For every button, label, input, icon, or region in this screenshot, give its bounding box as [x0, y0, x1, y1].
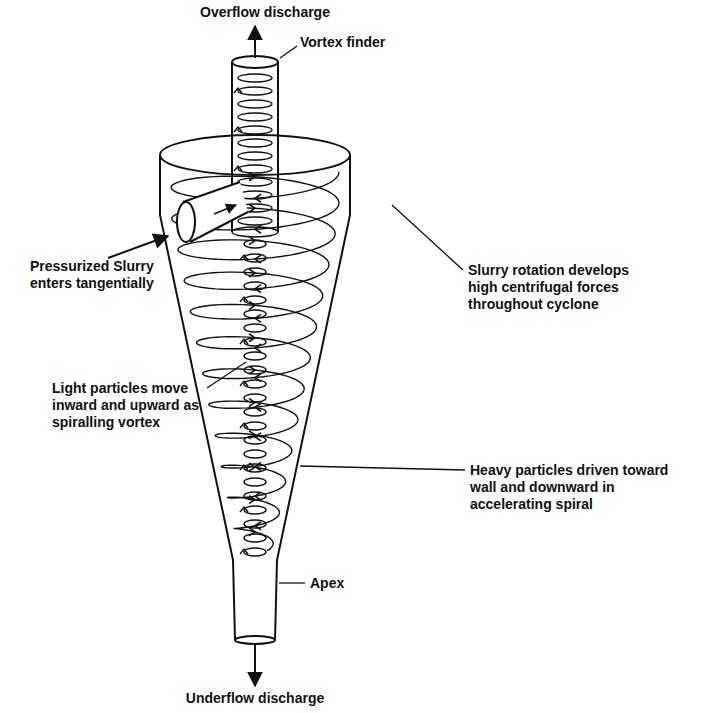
leader-line	[280, 46, 297, 58]
flow-label: Underflow discharge	[180, 690, 330, 707]
inner-vortex	[238, 139, 272, 147]
inner-vortex	[244, 254, 266, 262]
inner-vortex	[244, 506, 266, 514]
inner-vortex	[238, 100, 272, 108]
leader-line	[300, 466, 465, 470]
flow-arrowhead	[249, 431, 255, 439]
inner-vortex	[244, 310, 266, 318]
inner-vortex	[244, 324, 266, 332]
inner-vortex	[238, 178, 272, 186]
inner-vortex	[244, 478, 266, 486]
inner-vortex	[244, 296, 266, 304]
leader-line	[207, 362, 246, 388]
inner-vortex	[244, 352, 266, 360]
flow-label: Pressurized Slurry enters tangentially	[30, 258, 180, 292]
inner-vortex	[238, 126, 272, 134]
inner-vortex	[244, 366, 266, 374]
flow-arrowhead	[249, 173, 255, 181]
flow-arrowhead	[255, 285, 261, 293]
flow-arrowhead	[234, 88, 242, 93]
inner-vortex	[238, 87, 272, 95]
flow-arrowhead	[240, 255, 248, 260]
part-label: Apex	[310, 575, 390, 592]
inner-vortex	[244, 450, 266, 458]
inner-vortex	[244, 268, 266, 276]
inner-vortex	[238, 217, 272, 225]
flow-arrowhead	[240, 423, 248, 428]
flow-arrowhead	[240, 507, 248, 512]
part-label: Vortex finder	[300, 34, 420, 51]
flow-arrowhead	[240, 297, 248, 302]
inner-vortex	[244, 338, 266, 346]
inner-vortex	[238, 165, 272, 173]
inner-vortex	[238, 113, 272, 121]
inner-vortex	[244, 520, 266, 528]
process-note: Heavy particles driven toward wall and d…	[470, 462, 670, 513]
flow-arrowhead	[249, 301, 255, 309]
inner-vortex	[244, 548, 266, 556]
underflow-arrow	[254, 644, 256, 686]
inner-vortex	[244, 422, 266, 430]
flow-arrowhead	[249, 204, 255, 212]
inner-vortex	[238, 74, 272, 82]
vortex-finder-bottom	[232, 227, 278, 237]
inlet-flow-arrow	[214, 205, 236, 214]
inner-vortex	[244, 380, 266, 388]
inner-vortex	[244, 492, 266, 500]
flow-arrowhead	[240, 465, 248, 470]
flow-arrowhead	[234, 166, 242, 171]
flow-label: Overflow discharge	[190, 4, 340, 21]
inner-vortex	[244, 394, 266, 402]
slurry-feed-arrow	[108, 236, 168, 258]
inner-vortex	[244, 240, 266, 248]
leader-line	[279, 582, 305, 583]
process-note: Slurry rotation develops high centrifuga…	[468, 262, 653, 313]
flow-arrowhead	[240, 549, 248, 554]
inner-vortex	[244, 534, 266, 542]
cyclone-wall-right	[275, 155, 350, 640]
flow-arrowhead	[240, 339, 248, 344]
inner-vortex	[244, 282, 266, 290]
cyclone-top	[160, 135, 350, 175]
outer-spiral	[171, 172, 339, 551]
inner-vortex	[244, 464, 266, 472]
apex-opening	[235, 636, 275, 644]
process-note: Light particles move inward and upward a…	[52, 380, 217, 431]
flow-arrowhead	[255, 403, 261, 411]
leader-line	[392, 205, 463, 270]
inlet-opening	[177, 202, 195, 242]
inner-vortex	[238, 152, 272, 160]
flow-arrowhead	[240, 381, 248, 386]
inner-vortex	[244, 408, 266, 416]
inner-vortex	[244, 436, 266, 444]
flow-arrowhead	[234, 127, 242, 132]
overflow-arrow	[254, 26, 256, 58]
